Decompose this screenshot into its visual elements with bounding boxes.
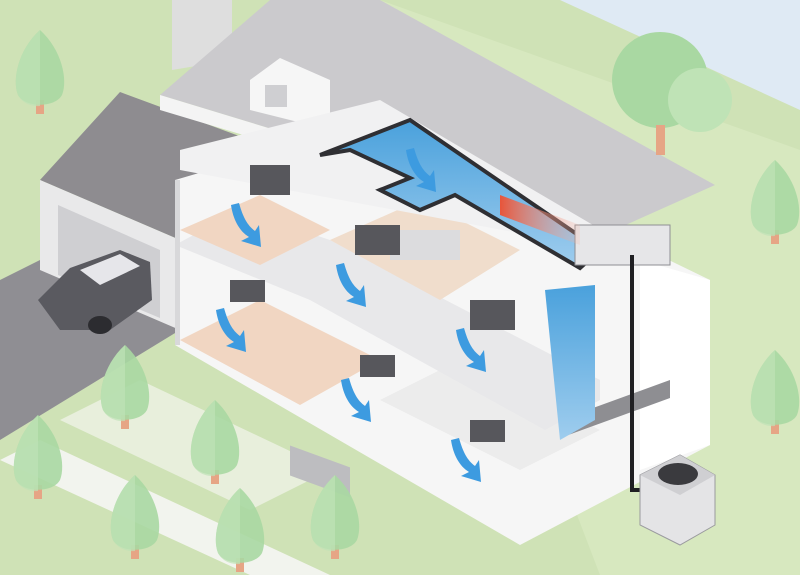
vent-2 <box>355 225 400 255</box>
trees <box>13 30 800 572</box>
air-handler <box>574 224 671 266</box>
vent-1 <box>250 165 290 195</box>
riser-duct <box>545 285 595 440</box>
main-duct <box>319 117 604 271</box>
bed <box>390 230 460 260</box>
left-wall <box>175 180 180 345</box>
first-floor-slab <box>175 210 600 430</box>
vent-3 <box>470 300 515 330</box>
outdoor-ac-unit <box>639 454 716 546</box>
roof <box>160 0 715 232</box>
ground-floor-tiles <box>380 360 600 470</box>
first-floor-wood <box>180 195 330 265</box>
heat-exchanger <box>500 195 580 245</box>
vent-5 <box>360 355 395 377</box>
right-wall <box>640 260 710 470</box>
dormer-window <box>265 85 287 107</box>
fan-icon <box>658 463 698 485</box>
hvac-ductwork <box>230 117 671 492</box>
vent-4 <box>230 280 265 302</box>
dormer <box>250 58 330 130</box>
vent-6 <box>470 420 505 442</box>
car <box>38 250 152 334</box>
